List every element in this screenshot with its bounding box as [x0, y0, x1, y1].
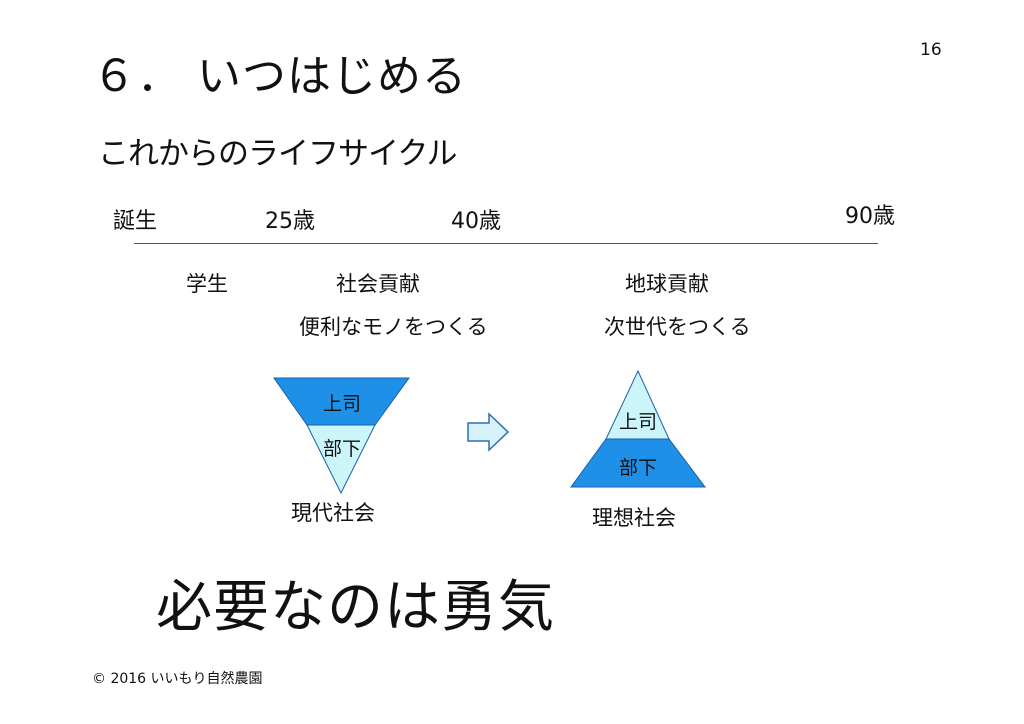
page-number: 16 — [920, 40, 942, 60]
current-subordinate-layer — [306, 424, 376, 495]
timeline-age-90-label: 90歳 — [845, 204, 895, 229]
stage-earth-contribution: 地球貢献 — [625, 272, 709, 296]
ideal-society-caption: 理想社会 — [592, 506, 676, 530]
copyright-footer: © 2016 いいもり自然農園 — [92, 671, 263, 687]
ideal-subordinate-layer — [570, 438, 706, 488]
stage-student: 学生 — [186, 272, 228, 296]
stage-social-contribution: 社会貢献 — [336, 272, 420, 296]
current-society-inverted-pyramid: 上司 部下 — [273, 377, 410, 495]
slide-subtitle: これからのライフサイクル — [98, 136, 457, 172]
ideal-boss-label: 上司 — [619, 411, 657, 433]
stage-earth-contribution-desc: 次世代をつくる — [604, 315, 751, 339]
current-boss-label: 上司 — [323, 393, 361, 415]
timeline-age-25-label: 25歳 — [265, 209, 315, 234]
ideal-subordinate-label: 部下 — [619, 457, 657, 479]
current-subordinate-label: 部下 — [323, 438, 361, 460]
slide-title: ６． いつはじめる — [92, 51, 467, 102]
timeline-birth-label: 誕生 — [113, 209, 158, 234]
ideal-society-pyramid: 上司 部下 — [570, 369, 706, 488]
current-society-caption: 現代社会 — [291, 501, 375, 525]
timeline-age-40-label: 40歳 — [451, 209, 501, 234]
key-message: 必要なのは勇気 — [156, 575, 555, 640]
right-arrow-icon — [467, 412, 510, 452]
timeline-line — [134, 243, 878, 244]
stage-social-contribution-desc: 便利なモノをつくる — [299, 315, 488, 339]
